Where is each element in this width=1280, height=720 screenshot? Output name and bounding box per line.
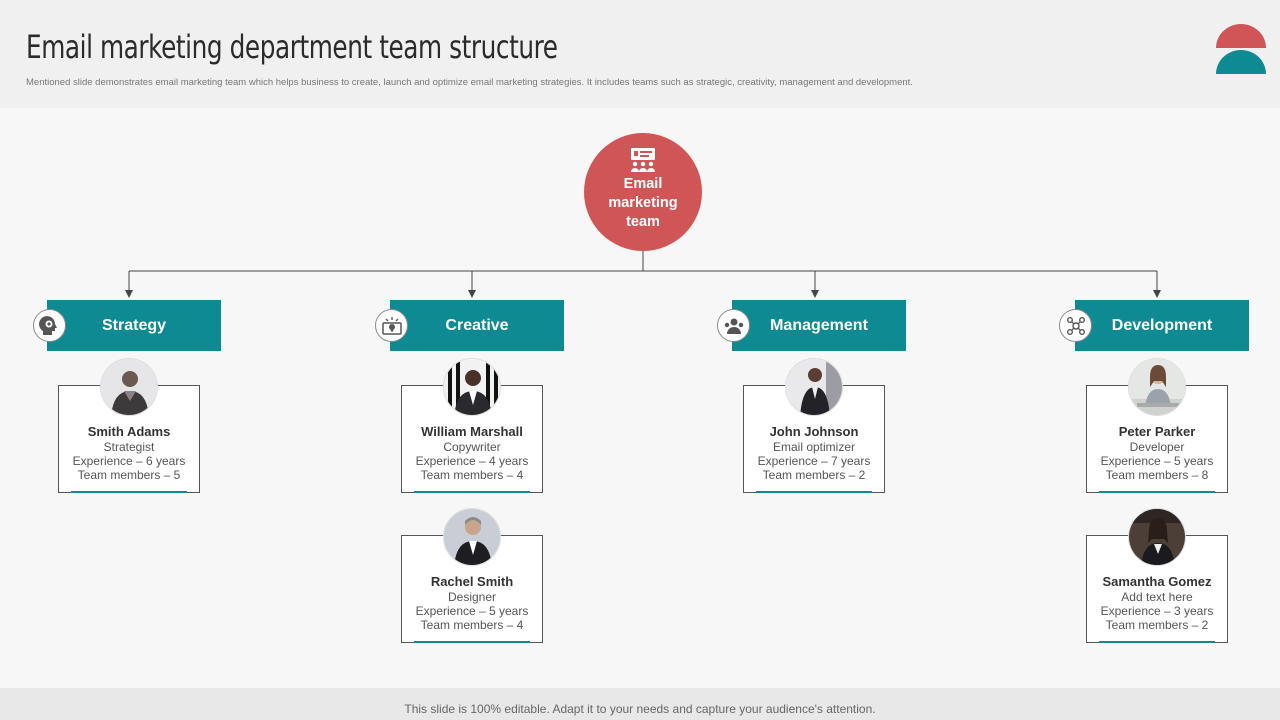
- manager-team-icon: [717, 309, 750, 342]
- member-name: William Marshall: [421, 424, 523, 439]
- avatar: [100, 358, 158, 416]
- card-accent-bar: [414, 641, 530, 643]
- member-experience: Experience – 7 years: [757, 454, 871, 468]
- root-node: Email marketing team: [584, 133, 702, 251]
- member-role: Email optimizer: [772, 440, 856, 454]
- member-role: Add text here: [1121, 590, 1193, 604]
- page-title: Email marketing department team structur…: [26, 28, 558, 66]
- footer: This slide is 100% editable. Adapt it to…: [0, 688, 1280, 720]
- avatar: [785, 358, 843, 416]
- avatar: [443, 508, 501, 566]
- member-experience: Experience – 4 years: [415, 454, 529, 468]
- member-name: John Johnson: [769, 424, 859, 439]
- header: Email marketing department team structur…: [0, 0, 1280, 108]
- card-accent-bar: [1099, 491, 1215, 493]
- dept-label: Strategy: [101, 316, 167, 334]
- member-team-size: Team members – 4: [420, 468, 524, 482]
- presentation-audience-icon: [631, 148, 655, 172]
- dept-label: Management: [770, 316, 868, 334]
- dept-strategy: Strategy: [47, 300, 221, 351]
- member-card: Samantha Gomez Add text here Experience …: [1086, 535, 1228, 643]
- avatar: [1128, 508, 1186, 566]
- member-experience: Experience – 5 years: [1100, 454, 1214, 468]
- gear-head-icon: [33, 309, 66, 342]
- member-team-size: Team members – 8: [1105, 468, 1209, 482]
- dept-label: Development: [1111, 316, 1213, 334]
- member-name: Peter Parker: [1118, 424, 1196, 439]
- brand-logo: [1216, 24, 1266, 74]
- member-name: Rachel Smith: [430, 574, 514, 589]
- member-role: Strategist: [103, 440, 155, 454]
- member-experience: Experience – 3 years: [1100, 604, 1214, 618]
- card-accent-bar: [1099, 641, 1215, 643]
- dept-creative: Creative: [390, 300, 564, 351]
- avatar: [443, 358, 501, 416]
- lightbulb-screen-icon: [375, 309, 408, 342]
- member-team-size: Team members – 2: [1105, 618, 1209, 632]
- member-role: Developer: [1129, 440, 1185, 454]
- card-accent-bar: [414, 491, 530, 493]
- member-name: Samantha Gomez: [1102, 574, 1212, 589]
- card-accent-bar: [71, 491, 187, 493]
- member-card: Rachel Smith Designer Experience – 5 yea…: [401, 535, 543, 643]
- page-subtitle: Mentioned slide demonstrates email marke…: [26, 77, 913, 88]
- member-team-size: Team members – 2: [762, 468, 866, 482]
- member-role: Copywriter: [443, 440, 501, 454]
- dept-label: Creative: [445, 316, 509, 334]
- card-accent-bar: [756, 491, 872, 493]
- network-nodes-icon: [1059, 309, 1092, 342]
- member-team-size: Team members – 4: [420, 618, 524, 632]
- avatar: [1128, 358, 1186, 416]
- member-name: Smith Adams: [87, 424, 171, 439]
- footer-text: This slide is 100% editable. Adapt it to…: [404, 702, 876, 716]
- member-experience: Experience – 6 years: [72, 454, 186, 468]
- dept-development: Development: [1075, 300, 1249, 351]
- dept-management: Management: [732, 300, 906, 351]
- root-label: Email marketing team: [608, 176, 678, 230]
- member-team-size: Team members – 5: [77, 468, 181, 482]
- member-experience: Experience – 5 years: [415, 604, 529, 618]
- member-role: Designer: [447, 590, 497, 604]
